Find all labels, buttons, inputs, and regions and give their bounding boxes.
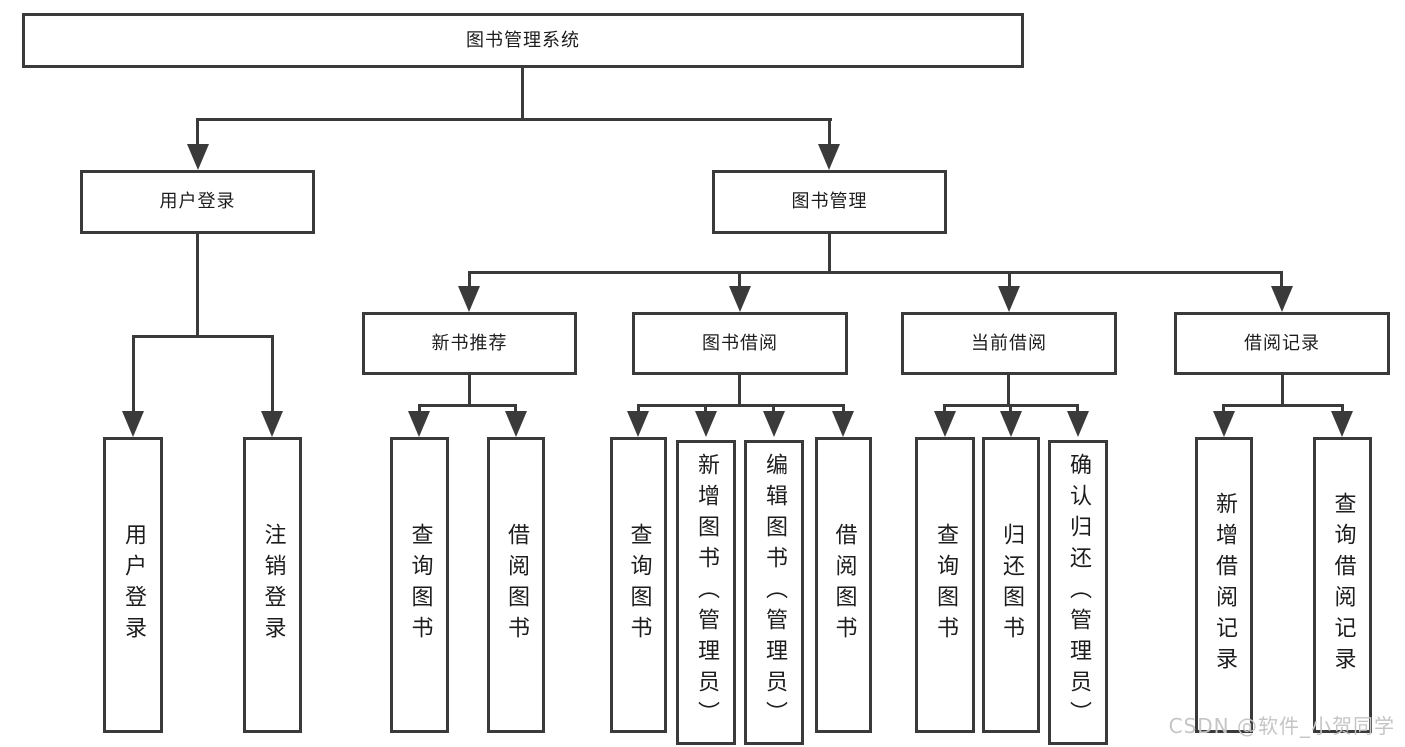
leaf-query-borrow-record: 查询借阅记录: [1313, 437, 1372, 733]
connector-line: [1007, 373, 1010, 406]
arrowhead-down-icon: [1271, 286, 1293, 312]
arrowhead-down-icon: [818, 144, 840, 170]
arrowhead-down-icon: [1000, 411, 1022, 437]
connector-line: [468, 271, 471, 288]
leaf-user-login: 用户登录: [103, 437, 163, 733]
arrowhead-down-icon: [934, 411, 956, 437]
connector-line: [468, 373, 471, 406]
leaf-return-book: 归还图书: [982, 437, 1040, 733]
connector-line: [842, 404, 845, 414]
arrowhead-down-icon: [832, 411, 854, 437]
connector-line: [196, 118, 832, 121]
arrowhead-down-icon: [695, 411, 717, 437]
connector-line: [468, 271, 1283, 274]
connector-line: [1281, 373, 1284, 406]
arrowhead-down-icon: [1331, 411, 1353, 437]
leaf-add-book-admin: 新增图书（管理员）: [676, 440, 736, 745]
csdn-watermark: CSDN @软件_小贺同学: [1168, 714, 1395, 738]
connector-line: [418, 404, 421, 414]
node-user-login: 用户登录: [80, 170, 315, 234]
connector-line: [132, 335, 135, 413]
connector-line: [943, 404, 946, 414]
node-root: 图书管理系统: [22, 13, 1024, 68]
arrowhead-down-icon: [1213, 411, 1235, 437]
connector-line: [1341, 404, 1344, 414]
leaf-logout: 注销登录: [243, 437, 302, 733]
leaf-borrow-books: 借阅图书: [815, 437, 872, 733]
node-borrowing-records: 借阅记录: [1174, 312, 1390, 375]
connector-line: [704, 404, 707, 414]
connector-line: [637, 404, 845, 407]
connector-line: [738, 373, 741, 406]
connector-line: [1076, 404, 1079, 414]
leaf-confirm-return-admin: 确认归还（管理员）: [1048, 440, 1108, 745]
leaf-query-books-borrow: 查询图书: [610, 437, 667, 733]
arrowhead-down-icon: [505, 411, 527, 437]
connector-line: [828, 232, 831, 273]
node-current-borrowing: 当前借阅: [901, 312, 1117, 375]
connector-line: [521, 66, 524, 120]
arrowhead-down-icon: [1067, 411, 1089, 437]
arrowhead-down-icon: [729, 286, 751, 312]
node-book-borrowing: 图书借阅: [632, 312, 848, 375]
arrowhead-down-icon: [998, 286, 1020, 312]
connector-line: [1009, 404, 1012, 414]
leaf-edit-book-admin: 编辑图书（管理员）: [744, 440, 804, 745]
connector-line: [514, 404, 517, 414]
connector-line: [1280, 271, 1283, 288]
leaf-borrow-books-recommend: 借阅图书: [487, 437, 545, 733]
connector-line: [828, 118, 831, 146]
arrowhead-down-icon: [122, 411, 144, 437]
connector-line: [196, 232, 199, 337]
connector-line: [738, 271, 741, 288]
connector-line: [271, 335, 274, 413]
arrowhead-down-icon: [187, 144, 209, 170]
node-new-book-recommend: 新书推荐: [362, 312, 577, 375]
leaf-query-books-recommend: 查询图书: [390, 437, 449, 733]
arrowhead-down-icon: [408, 411, 430, 437]
connector-line: [132, 335, 274, 338]
arrowhead-down-icon: [627, 411, 649, 437]
leaf-add-borrow-record: 新增借阅记录: [1195, 437, 1253, 733]
leaf-query-books-current: 查询图书: [915, 437, 975, 733]
connector-line: [637, 404, 640, 414]
arrowhead-down-icon: [458, 286, 480, 312]
arrowhead-down-icon: [763, 411, 785, 437]
connector-line: [1222, 404, 1225, 414]
connector-line: [1008, 271, 1011, 288]
node-book-management: 图书管理: [712, 170, 947, 234]
connector-line: [1223, 404, 1344, 407]
connector-line: [196, 118, 199, 146]
arrowhead-down-icon: [261, 411, 283, 437]
connector-line: [418, 404, 517, 407]
connector-line: [772, 404, 775, 414]
